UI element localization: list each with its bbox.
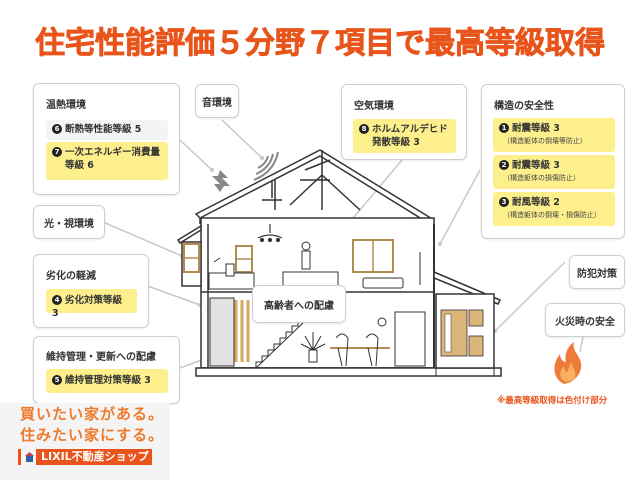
number-badge-7: 7 (52, 147, 62, 157)
number-badge-8: 8 (359, 124, 369, 134)
card-title: 劣化の軽減 (46, 271, 96, 282)
card-title: 火災時の安全 (555, 316, 615, 328)
item-label: 劣化対策等級 3 (52, 295, 123, 319)
legend-note: ※最高等級取得は色付け部分 (497, 396, 608, 406)
slogan-line-1: 買いたい家がある。 (20, 405, 165, 423)
slogan-line-2: 住みたい家にする。 (20, 426, 165, 444)
item-label: ホルムアルデヒド (372, 124, 448, 135)
card-title: 高齢者への配慮 (264, 300, 334, 312)
item-sub-label: （構造躯体の倒壊等防止） (503, 137, 587, 145)
number-badge-3: 3 (499, 197, 509, 207)
number-badge-4: 4 (52, 295, 62, 305)
logo-accent-bar (18, 449, 21, 465)
card-title: 空気環境 (354, 101, 394, 112)
brand-block: 買いたい家がある。 住みたい家にする。 LIXIL不動産ショップ (0, 403, 170, 480)
item-label: 耐震等級 3 (512, 160, 560, 171)
item-label: 断熱等性能等級 5 (65, 124, 142, 135)
card-title: 音環境 (202, 97, 232, 109)
item-sub-label: （構造躯体の倒壊・損傷防止） (503, 211, 601, 219)
item-label: 維持管理対策等級 3 (65, 375, 151, 386)
logo-text: LIXIL不動産ショップ (36, 449, 152, 465)
card-elderly-consideration: 高齢者への配慮 (252, 285, 346, 323)
item-label: 一次エネルギー消費量 (65, 147, 161, 158)
number-badge-5: 5 (52, 375, 62, 385)
card-fire-safety: 火災時の安全 (545, 303, 625, 337)
page-title: 住宅性能評価５分野７項目で最高等級取得 (35, 26, 606, 62)
number-badge-1: 1 (499, 123, 509, 133)
card-title: 温熱環境 (46, 100, 86, 111)
card-title: 防犯対策 (577, 268, 617, 280)
card-crime-prevention: 防犯対策 (569, 255, 625, 289)
card-light-visual-environment: 光・視環境 (33, 205, 105, 239)
item-label-line2: 等級 6 (65, 160, 94, 171)
item-sub-label: （構造躯体の損傷防止） (503, 174, 580, 182)
card-title: 光・視環境 (44, 218, 94, 230)
card-sound-environment: 音環境 (195, 84, 239, 118)
number-badge-2: 2 (499, 160, 509, 170)
item-label-line2: 発散等級 3 (372, 137, 420, 148)
sound-wave-icon (253, 151, 279, 181)
item-label: 耐風等級 2 (512, 197, 560, 208)
house-logo-icon (25, 452, 34, 462)
number-badge-6: 6 (52, 124, 62, 134)
card-title: 維持管理・更新への配慮 (46, 352, 156, 363)
lixil-logo: LIXIL不動産ショップ (18, 449, 152, 465)
card-title: 構造の安全性 (494, 101, 554, 112)
flame-icon (554, 342, 582, 384)
double-arrow-icon (212, 170, 230, 192)
item-label: 耐震等級 3 (512, 123, 560, 134)
